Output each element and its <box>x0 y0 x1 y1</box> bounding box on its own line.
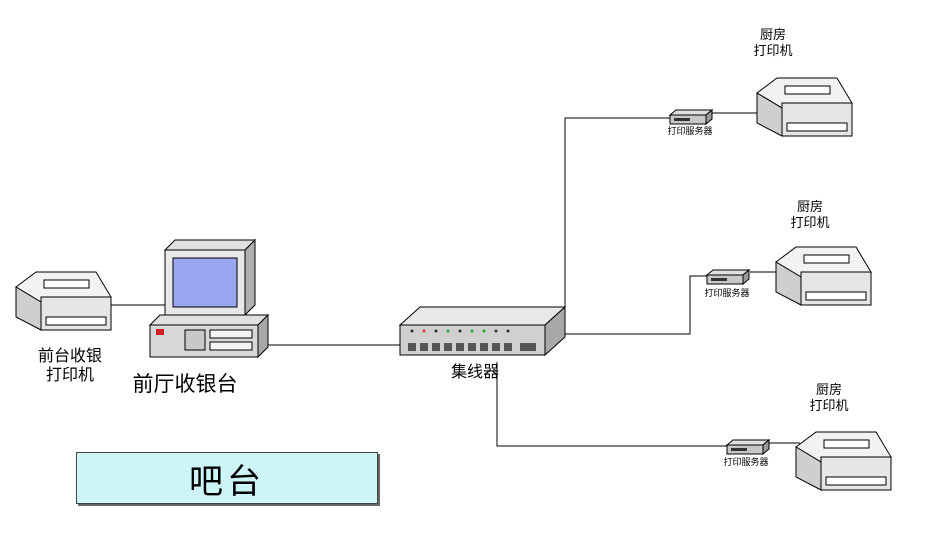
front-desk-label: 前厅收银台 <box>132 372 238 396</box>
connection-lines <box>110 112 800 447</box>
line-hub-to-kitchen-2 <box>565 275 708 335</box>
kitchen-printer-1-label: 厨房 打印机 <box>753 28 793 59</box>
print-server-2-label: 打印服务器 <box>704 289 750 299</box>
hub-icon <box>398 305 567 357</box>
line-hub-to-kitchen-3 <box>496 362 728 447</box>
front-printer-label: 前台收银 打印机 <box>37 346 102 385</box>
kitchen-printer-3-icon <box>795 431 892 491</box>
front-printer-icon <box>15 271 112 331</box>
front-desk-pc-icon <box>148 238 270 359</box>
hub-label: 集线器 <box>450 362 499 381</box>
bar-box: 吧台 <box>76 452 378 504</box>
kitchen-printer-1-icon <box>756 77 853 137</box>
print-server-3-label: 打印服务器 <box>723 458 769 468</box>
kitchen-printer-2-icon <box>775 246 872 306</box>
kitchen-printer-3-label: 厨房 打印机 <box>809 383 849 414</box>
bar-label: 吧台 <box>189 461 265 502</box>
print-server-1-icon <box>668 108 714 126</box>
line-hub-to-kitchen-1 <box>564 117 672 310</box>
print-server-1-label: 打印服务器 <box>667 127 713 137</box>
kitchen-printer-2-label: 厨房 打印机 <box>790 200 830 231</box>
print-server-2-icon <box>705 268 751 286</box>
print-server-3-icon <box>725 438 771 456</box>
